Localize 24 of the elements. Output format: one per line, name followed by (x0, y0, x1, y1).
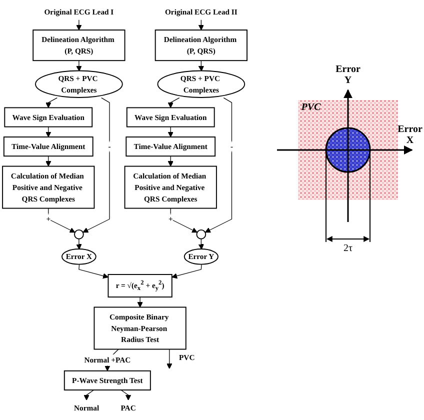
arrow (168, 126, 174, 138)
arrow (198, 20, 204, 30)
arrow (76, 60, 82, 72)
axis-label: Error Y (334, 64, 362, 86)
arrow (46, 98, 58, 108)
arrow (76, 238, 82, 250)
arrow (198, 60, 204, 72)
node-circle (74, 229, 84, 240)
arrow (198, 238, 204, 250)
node-circle (196, 229, 206, 240)
arrow (120, 390, 132, 400)
arrow (46, 156, 52, 167)
arrow (46, 126, 52, 138)
arrow (172, 264, 202, 279)
arrow (78, 264, 108, 279)
arrow (168, 98, 180, 108)
arrow (137, 296, 143, 308)
arrow (84, 390, 94, 400)
arrow (168, 156, 174, 167)
arrow (166, 348, 172, 369)
arrow (76, 20, 82, 30)
region-label: PVC (300, 102, 322, 113)
axis-label: Error X (396, 124, 424, 146)
dimension-label: 2τ (342, 243, 354, 254)
